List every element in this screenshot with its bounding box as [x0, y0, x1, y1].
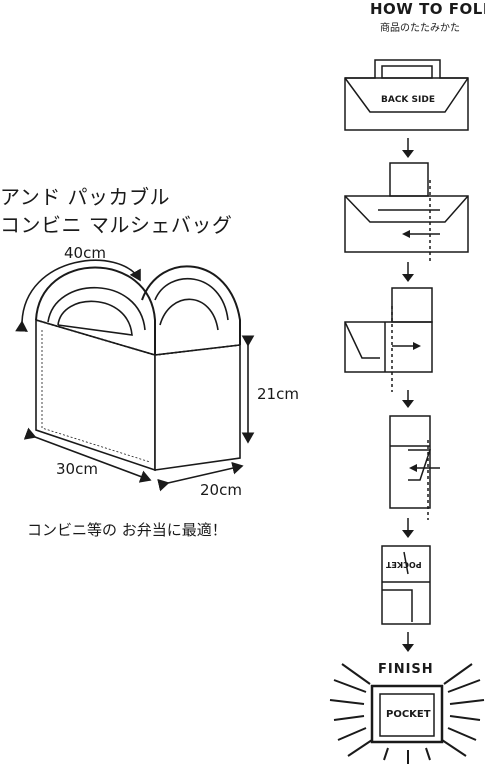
dimension-depth: 20cm	[200, 481, 242, 499]
product-title-line2: コンビニ マルシェバッグ	[0, 213, 233, 237]
tagline: コンビニ等の お弁当に最適！	[27, 521, 227, 539]
how-to-fold-subtitle: 商品のたたみかた	[380, 23, 460, 34]
finish-label: FINISH	[378, 662, 434, 677]
dimension-length: 30cm	[56, 460, 98, 478]
how-to-fold-title: HOW TO FOLD	[370, 0, 485, 18]
step1-label: BACK SIDE	[381, 95, 435, 105]
final-label: POCKET	[386, 709, 431, 720]
product-title-line1: アンド パッカブル	[0, 185, 171, 209]
step5-label: POCKET	[386, 560, 422, 569]
dimension-height: 21cm	[257, 385, 299, 403]
dimension-width: 40cm	[64, 244, 106, 262]
